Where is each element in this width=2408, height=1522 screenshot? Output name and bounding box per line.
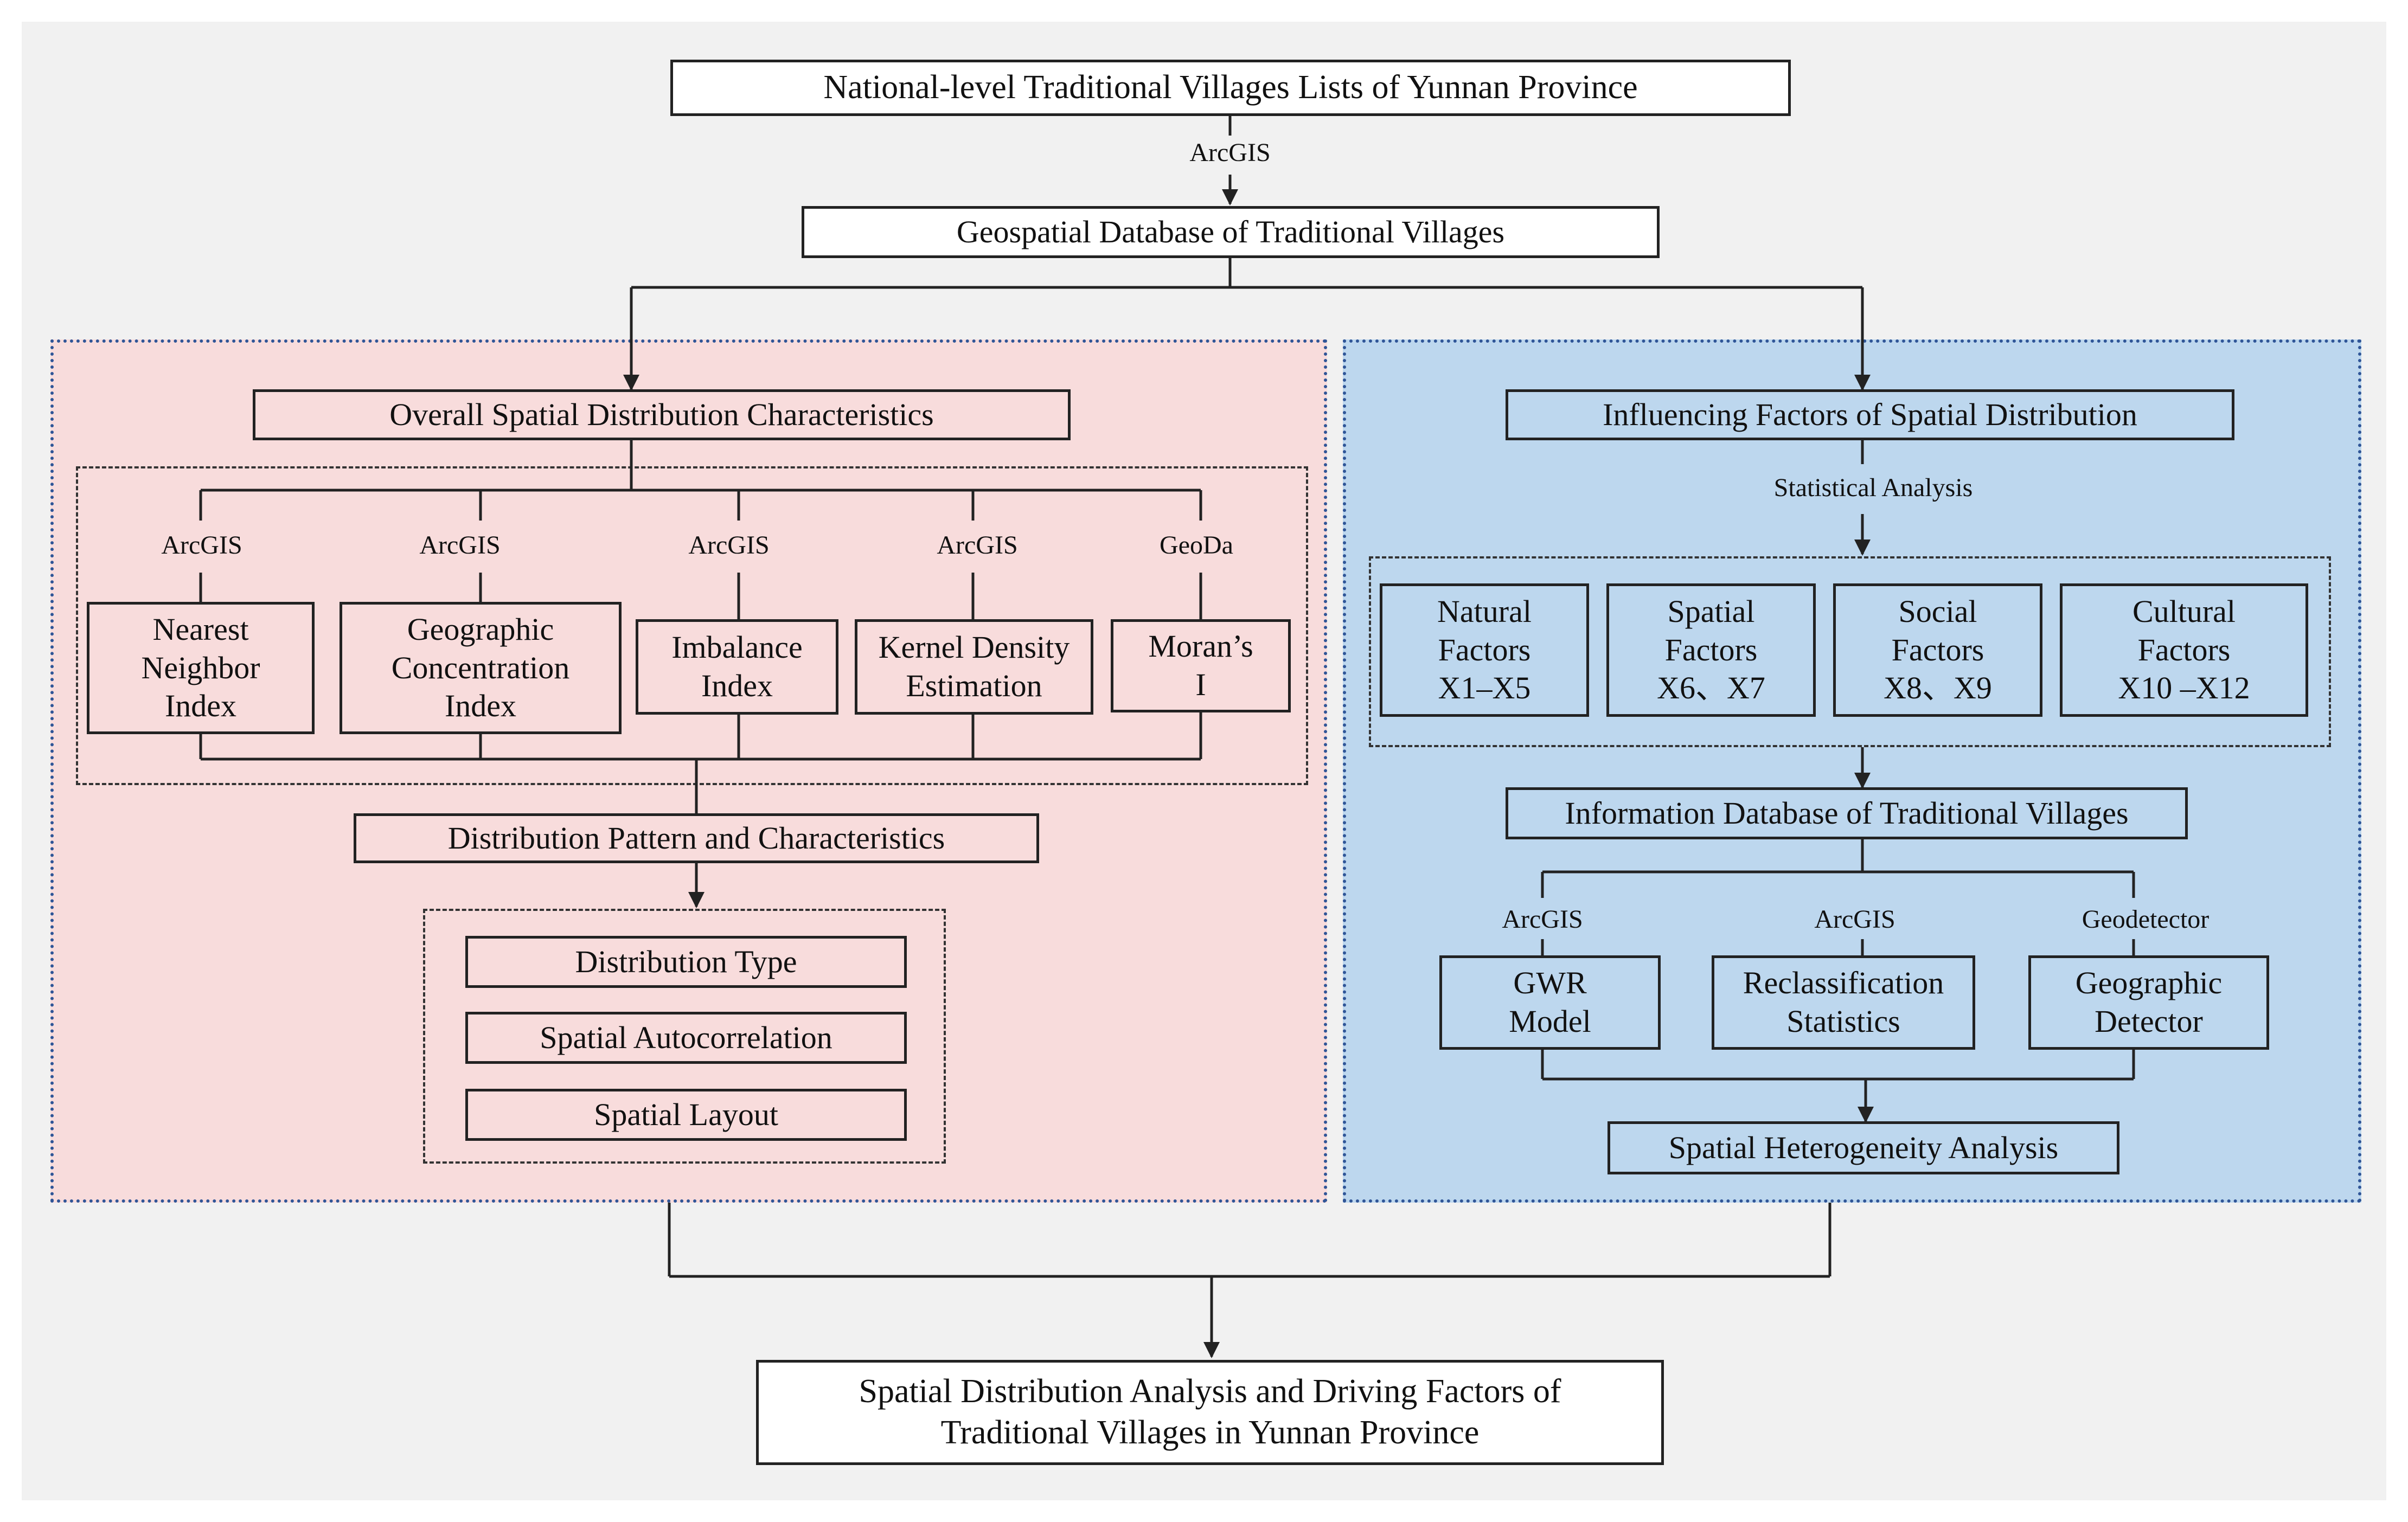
method-tool-label: ArcGIS (419, 531, 501, 560)
source-list-box: National-level Traditional Villages List… (670, 60, 1791, 116)
model-tool-label: Geodetector (2082, 905, 2210, 934)
gwr-model-box: GWR Model (1439, 955, 1661, 1050)
social-factors-box: Social Factors X8、X9 (1833, 583, 2042, 717)
information-database-box: Information Database of Traditional Vill… (1506, 787, 2188, 839)
influencing-factors-box: Influencing Factors of Spatial Distribut… (1506, 389, 2234, 440)
methods-group (76, 466, 1308, 785)
spatial-autocorrelation-box: Spatial Autocorrelation (465, 1012, 907, 1064)
spatial-layout-box: Spatial Layout (465, 1089, 907, 1141)
distribution-pattern-box: Distribution Pattern and Characteristics (354, 813, 1039, 863)
method-tool-label: ArcGIS (161, 531, 242, 560)
results-group (423, 909, 946, 1164)
factors-group (1369, 556, 2331, 747)
geographic-concentration-index-box: Geographic Concentration Index (340, 602, 622, 734)
imbalance-index-box: Imbalance Index (636, 619, 838, 715)
arcgis-label-top: ArcGIS (1189, 138, 1271, 167)
statistical-analysis-label: Statistical Analysis (1773, 473, 1973, 502)
spatial-heterogeneity-box: Spatial Heterogeneity Analysis (1608, 1121, 2119, 1174)
geographic-detector-box: Geographic Detector (2028, 955, 2269, 1050)
spatial-factors-box: Spatial Factors X6、X7 (1606, 583, 1816, 717)
reclassification-statistics-box: Reclassification Statistics (1712, 955, 1975, 1050)
influencing-factors-panel (1343, 339, 2361, 1203)
model-tool-label: ArcGIS (1814, 905, 1895, 934)
method-tool-label: GeoDa (1160, 531, 1233, 560)
geospatial-database-box: Geospatial Database of Traditional Villa… (802, 206, 1660, 258)
natural-factors-box: Natural Factors X1–X5 (1380, 583, 1589, 717)
kernel-density-estimation-box: Kernel Density Estimation (855, 619, 1093, 715)
conclusion-box: Spatial Distribution Analysis and Drivin… (756, 1360, 1664, 1465)
overall-characteristics-box: Overall Spatial Distribution Characteris… (253, 389, 1071, 440)
cultural-factors-box: Cultural Factors X10 –X12 (2060, 583, 2308, 717)
model-tool-label: ArcGIS (1502, 905, 1583, 934)
morans-i-box: Moran’s I (1111, 619, 1291, 712)
method-tool-label: ArcGIS (688, 531, 770, 560)
method-tool-label: ArcGIS (937, 531, 1018, 560)
distribution-type-box: Distribution Type (465, 936, 907, 988)
nearest-neighbor-index-box: Nearest Neighbor Index (87, 602, 315, 734)
